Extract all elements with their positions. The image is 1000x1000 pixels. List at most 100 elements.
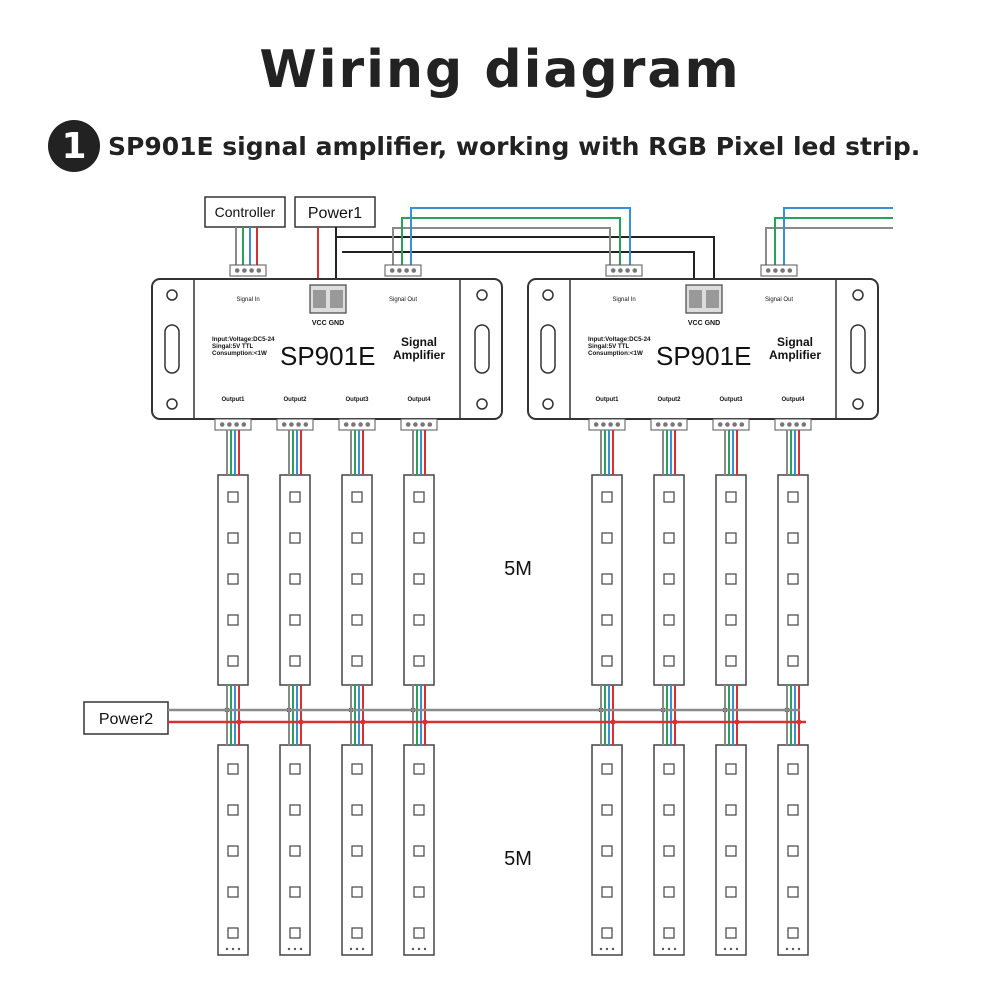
led-chip bbox=[787, 845, 799, 857]
keyhole-slot bbox=[540, 324, 556, 374]
led-strip-column bbox=[777, 474, 809, 956]
led-chip bbox=[787, 763, 799, 775]
led-chip bbox=[725, 845, 737, 857]
model-name: SP901E bbox=[656, 341, 751, 371]
output-label: Output2 bbox=[284, 397, 308, 403]
output-terminal-body bbox=[774, 418, 812, 431]
signal-in-terminal-body bbox=[229, 264, 267, 277]
power-link-gnd bbox=[336, 236, 715, 287]
led-chip bbox=[663, 927, 675, 939]
signal-out-terminal-pin bbox=[404, 268, 409, 273]
output-terminal bbox=[650, 418, 688, 431]
output-terminal-pin bbox=[351, 422, 356, 427]
led-chip bbox=[289, 614, 301, 626]
signal-in-terminal-body bbox=[605, 264, 643, 277]
signal-link-wire bbox=[392, 227, 611, 265]
signal-in-terminal-pin bbox=[610, 268, 616, 273]
led-chip bbox=[601, 532, 613, 544]
strip-end-pin bbox=[605, 947, 609, 951]
signal-out-terminal-body bbox=[760, 264, 798, 277]
led-chip bbox=[601, 845, 613, 857]
led-chip bbox=[663, 614, 675, 626]
keyhole-slot bbox=[164, 324, 180, 374]
led-strip-column bbox=[217, 474, 249, 956]
led-chip bbox=[601, 491, 613, 503]
signal-out-terminal bbox=[384, 264, 422, 277]
power-terminal-screw bbox=[706, 290, 719, 308]
power2-box bbox=[83, 701, 169, 735]
led-chip bbox=[787, 655, 799, 667]
signal-link-wire bbox=[410, 207, 631, 265]
led-chip bbox=[227, 804, 239, 816]
controller-box bbox=[204, 196, 286, 228]
led-chip bbox=[413, 763, 425, 775]
output-terminal bbox=[338, 418, 376, 431]
output-terminal-pin bbox=[787, 422, 792, 427]
led-chip bbox=[413, 655, 425, 667]
output-terminal-body bbox=[650, 418, 688, 431]
output-terminal-pin bbox=[227, 422, 232, 427]
led-chip bbox=[227, 845, 239, 857]
output-terminal-pin bbox=[303, 422, 309, 427]
power-terminal-screw bbox=[313, 290, 326, 308]
keyhole-slot bbox=[850, 324, 866, 374]
led-chip bbox=[227, 491, 239, 503]
function-label: Amplifier bbox=[393, 348, 445, 362]
led-chip bbox=[227, 763, 239, 775]
strip-end-pin bbox=[349, 947, 353, 951]
signal-in-terminal-pin bbox=[618, 268, 623, 273]
strip-end-pin bbox=[355, 947, 359, 951]
led-chip bbox=[351, 845, 363, 857]
power1-label: Power1 bbox=[308, 205, 362, 222]
output-terminal-pin bbox=[601, 422, 606, 427]
led-chip bbox=[787, 491, 799, 503]
signal-in-terminal bbox=[605, 264, 643, 277]
strip-end-pin bbox=[791, 947, 795, 951]
led-chip bbox=[351, 763, 363, 775]
led-chip bbox=[663, 573, 675, 585]
output-terminal-pin bbox=[794, 422, 799, 427]
page-title: Wiring diagram bbox=[259, 40, 741, 100]
led-chip bbox=[601, 573, 613, 585]
led-chip bbox=[601, 655, 613, 667]
led-chip bbox=[227, 655, 239, 667]
function-label: Signal bbox=[401, 335, 437, 349]
function-label: Amplifier bbox=[769, 348, 821, 362]
strip-end-pin bbox=[417, 947, 421, 951]
strip-end-pin bbox=[293, 947, 297, 951]
output-terminal bbox=[400, 418, 438, 431]
strip-end-pin bbox=[797, 947, 801, 951]
led-chip bbox=[289, 804, 301, 816]
led-chip bbox=[413, 614, 425, 626]
power-terminal-screw bbox=[330, 290, 343, 308]
led-chip bbox=[351, 491, 363, 503]
amplifier-right bbox=[527, 278, 879, 420]
output-terminal-pin bbox=[717, 422, 723, 427]
strip-end-pin bbox=[661, 947, 665, 951]
output-terminal-body bbox=[214, 418, 252, 431]
signal-in-terminal bbox=[229, 264, 267, 277]
mount-hole bbox=[166, 398, 178, 410]
model-name: SP901E bbox=[280, 341, 375, 371]
output-label: Output2 bbox=[658, 397, 682, 403]
led-chip bbox=[787, 886, 799, 898]
signal-in-terminal-pin bbox=[256, 268, 262, 273]
output-terminal-pin bbox=[365, 422, 371, 427]
led-chip bbox=[725, 532, 737, 544]
led-chip bbox=[725, 614, 737, 626]
keyhole-slot bbox=[474, 324, 490, 374]
led-strip-column bbox=[279, 474, 311, 956]
led-strip-column bbox=[715, 474, 747, 956]
signal-out-terminal bbox=[760, 264, 798, 277]
strip-end-pin bbox=[735, 947, 739, 951]
signal-out-terminal-pin bbox=[765, 268, 771, 273]
led-strip-column bbox=[403, 474, 435, 956]
led-chip bbox=[787, 927, 799, 939]
led-chip bbox=[413, 532, 425, 544]
mount-hole bbox=[542, 289, 554, 301]
led-chip bbox=[725, 763, 737, 775]
output-label: Output1 bbox=[222, 397, 246, 403]
strip-end-pin bbox=[287, 947, 291, 951]
mount-hole bbox=[476, 289, 488, 301]
